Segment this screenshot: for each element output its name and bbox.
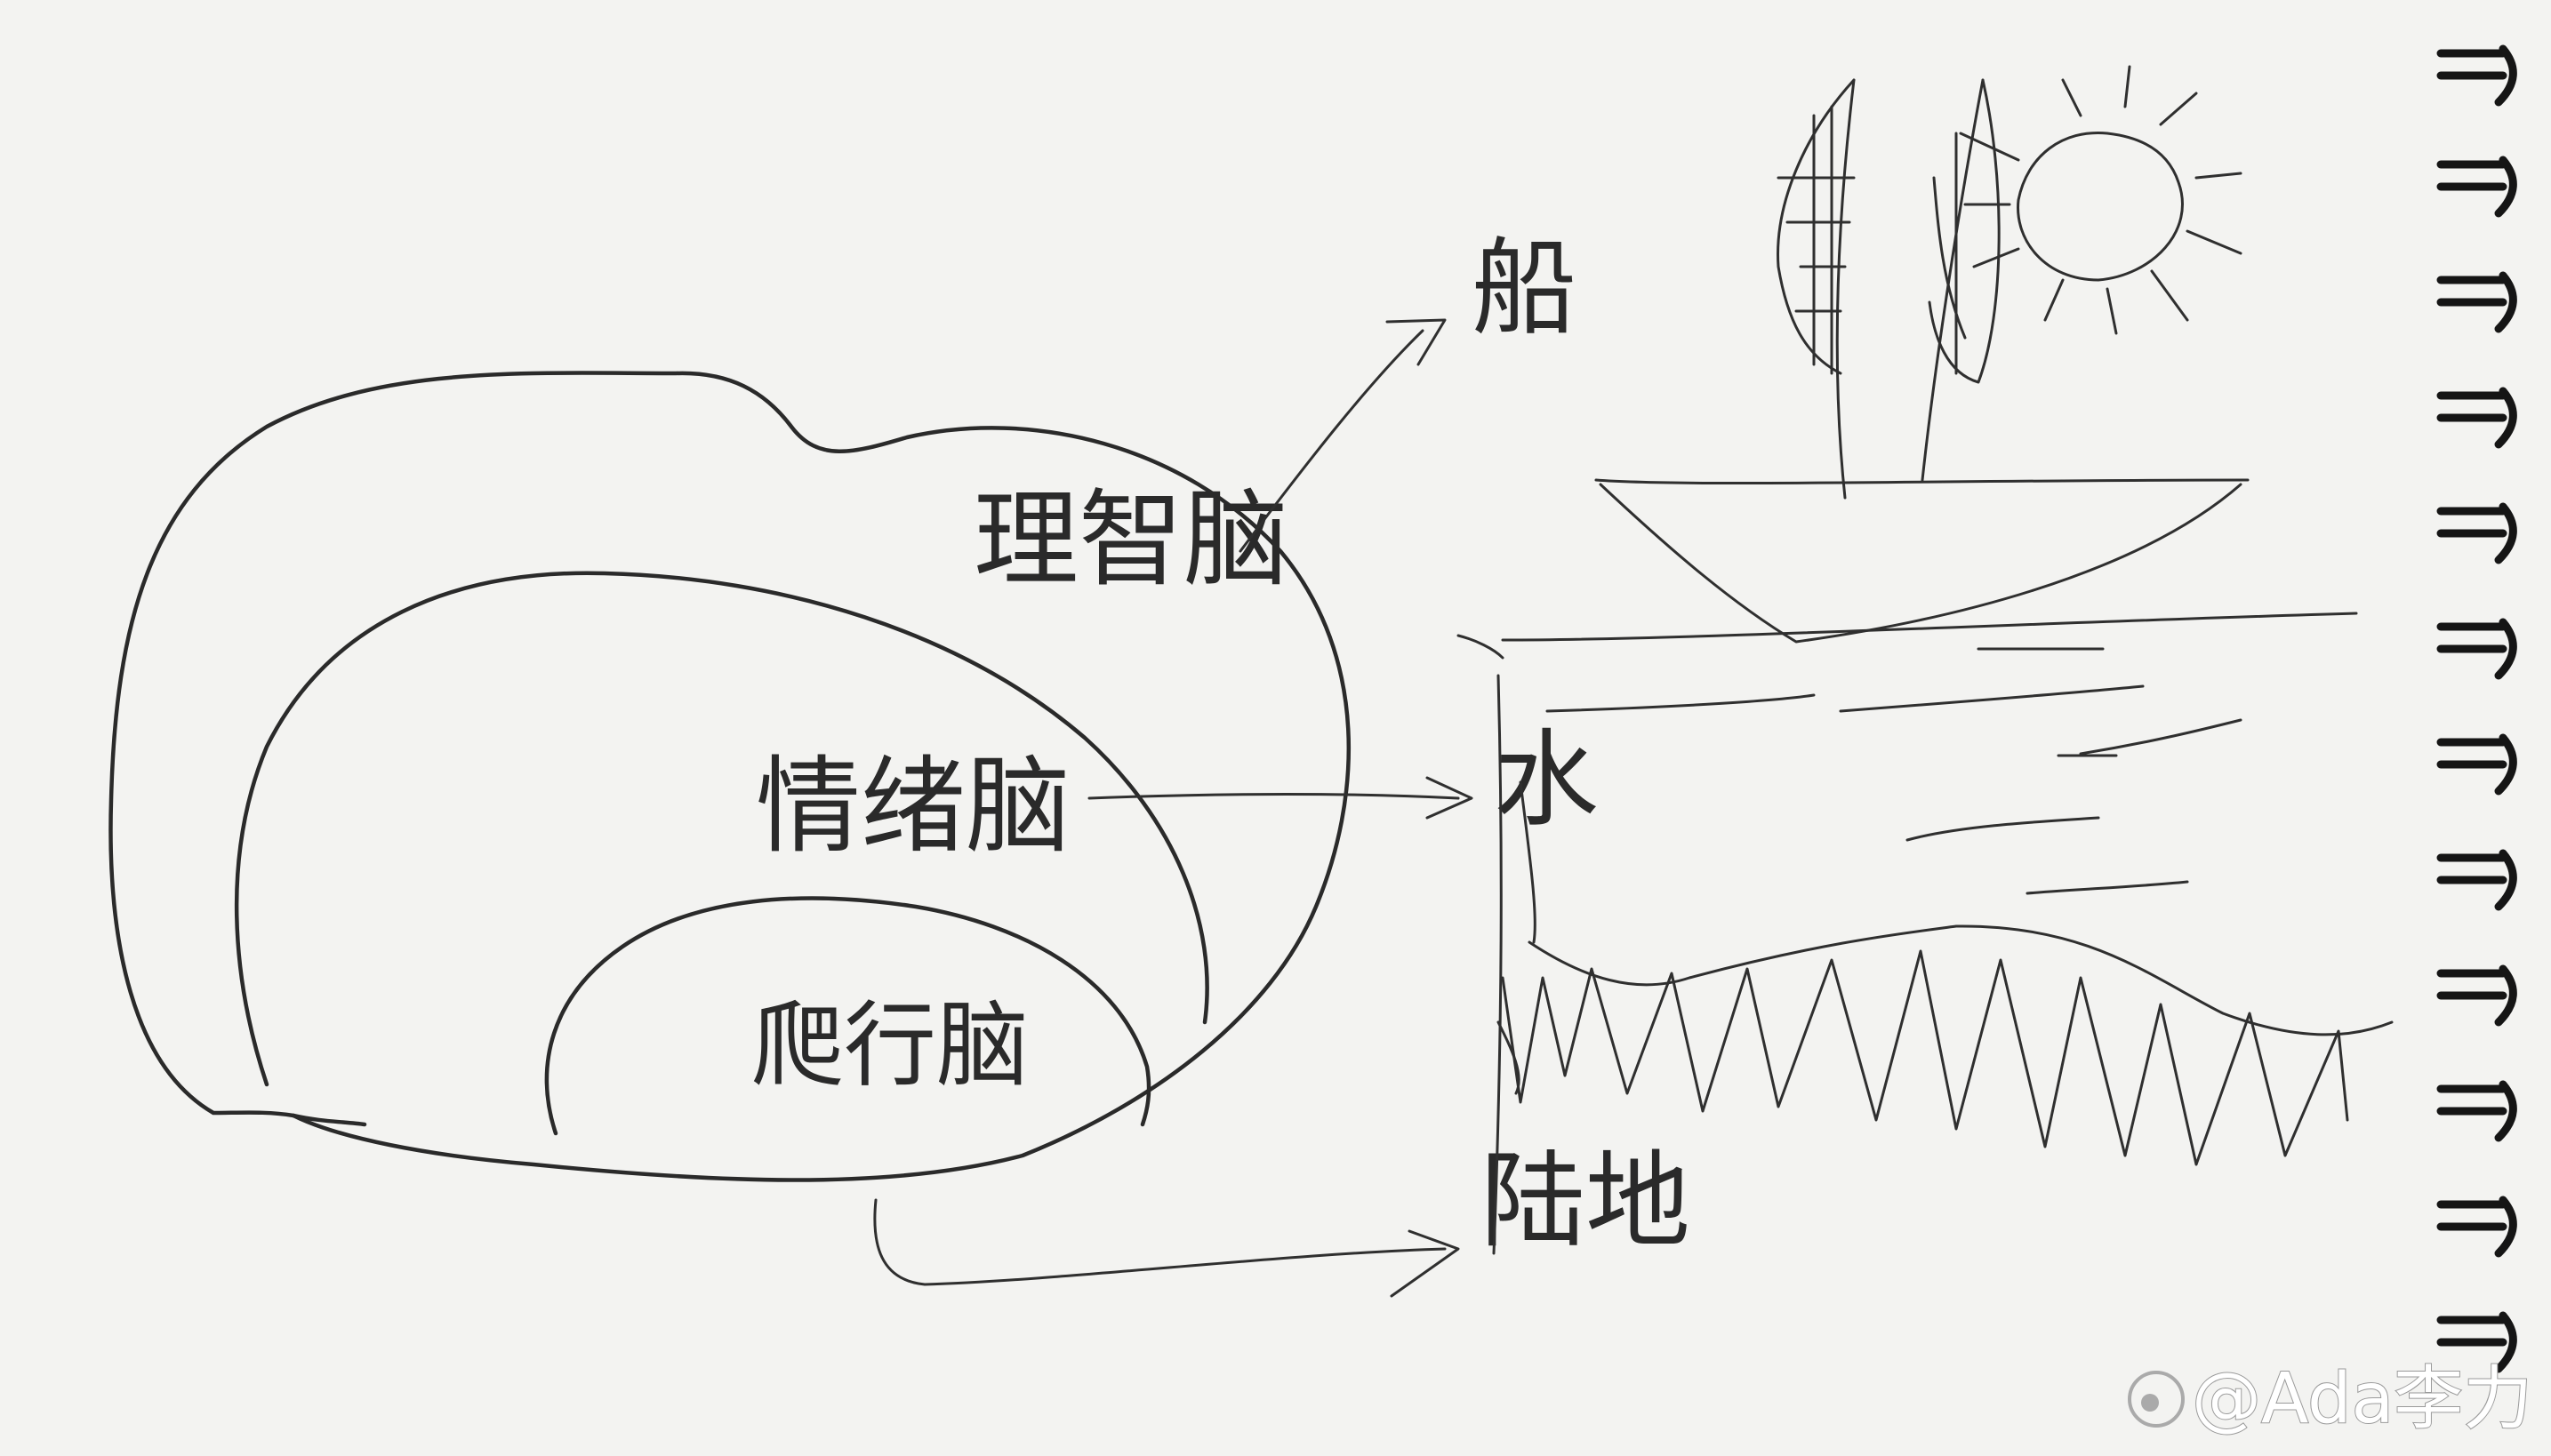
emotional-brain-outline [234,571,1209,1087]
sun-icon [1959,65,2242,335]
water-surface [1456,612,2358,895]
arrow-rational-to-boat [1239,329,1424,553]
arrow-reptilian-to-land [873,1198,1447,1286]
label-land: 陆地 [1480,1140,1690,1262]
rational-brain-outline [108,371,1352,1182]
sailboat-icon [1594,78,2250,644]
watermark: @Ada李力 [2128,1358,2533,1440]
shoreline-edge [1519,780,1536,944]
watermark-text: @Ada李力 [2192,1359,2532,1439]
label-rational-brain: 理智脑 [974,478,1288,601]
arrowhead-boat-icon [1385,318,1447,366]
arrowhead-land-icon [1390,1229,1460,1298]
rational-brain-tail [291,1113,367,1127]
arrow-emotional-to-water [1087,793,1460,800]
label-emotional-brain: 情绪脑 [756,745,1071,868]
arrowhead-water-icon [1425,776,1473,820]
spiral-binding [2436,44,2517,1373]
shoreline [1492,674,1503,1255]
label-boat: 船 [1472,227,1576,349]
land-hills [1496,924,2394,1166]
reptilian-brain-outline [544,896,1151,1136]
label-reptilian-brain: 爬行脑 [751,991,1029,1100]
label-water: 水 [1494,718,1599,841]
